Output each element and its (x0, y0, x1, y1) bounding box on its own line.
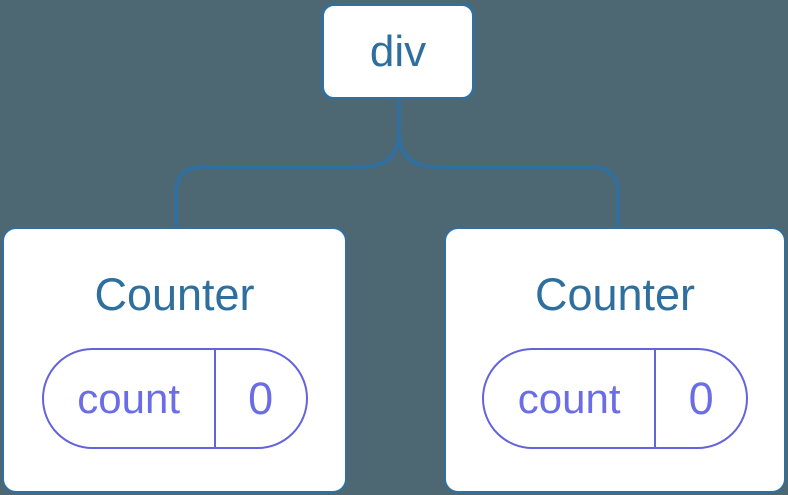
state-value: 0 (248, 372, 274, 424)
counter-node-left: Counter count 0 (2, 227, 347, 493)
state-key-label: count (77, 374, 181, 422)
connector-branch-right (397, 98, 620, 228)
counter-title: Counter (94, 269, 255, 320)
root-node-label: div (369, 26, 427, 76)
counter-node-right: Counter count 0 (444, 227, 786, 493)
state-pill-divider (213, 350, 216, 447)
state-key-label: count (517, 374, 621, 422)
root-node-div: div (321, 3, 475, 100)
state-pill-divider (654, 350, 657, 447)
connector-branch-left (174, 98, 401, 228)
counter-title: Counter (534, 269, 696, 320)
state-pill: count 0 (41, 348, 308, 449)
state-value: 0 (688, 372, 714, 424)
state-pill: count 0 (482, 348, 748, 449)
